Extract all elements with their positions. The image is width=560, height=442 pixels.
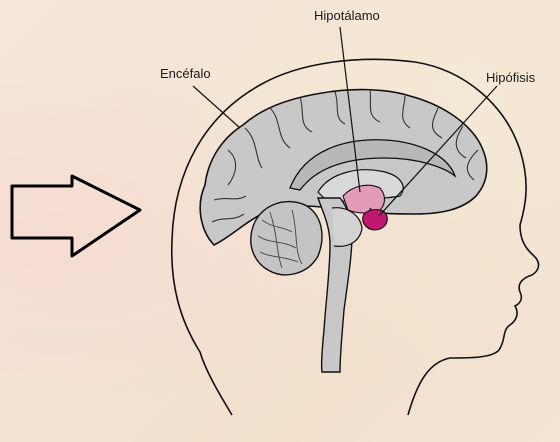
pons <box>332 208 362 247</box>
right-arrow-outline-icon <box>12 176 140 256</box>
pituitary-gland <box>363 210 388 231</box>
label-encefalo: Encéfalo <box>160 66 211 81</box>
label-hipotalamo: Hipotálamo <box>314 8 380 23</box>
label-hipofisis: Hipófisis <box>486 70 535 85</box>
